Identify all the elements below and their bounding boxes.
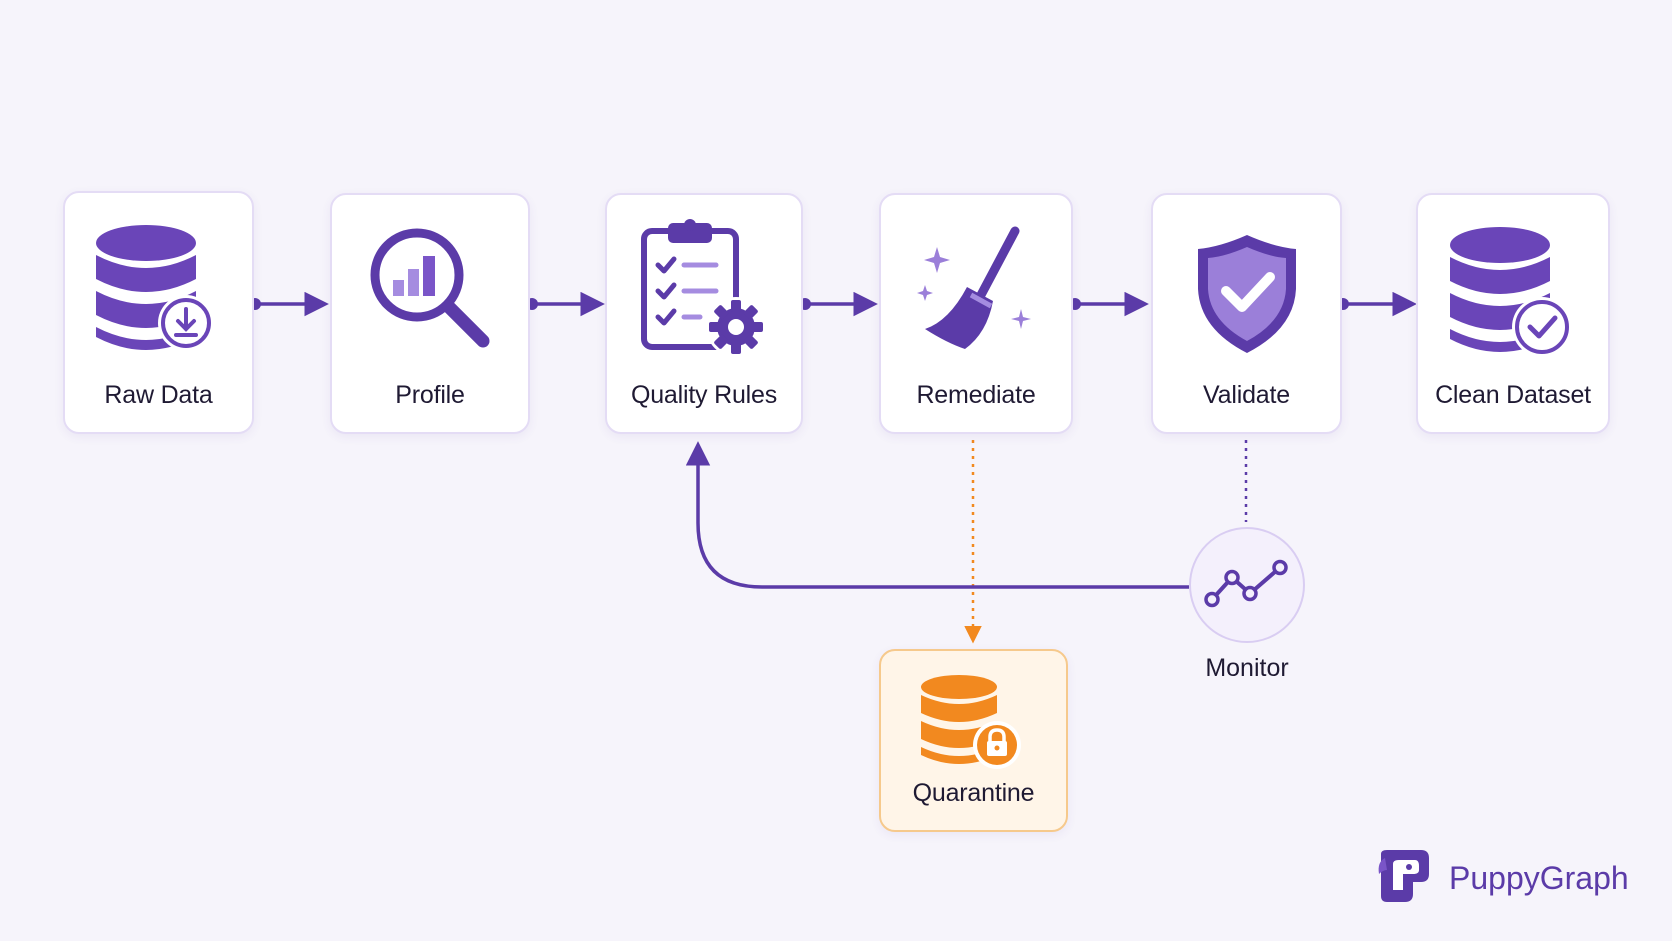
magnifier-chart-icon <box>365 223 495 358</box>
node-quality-rules[interactable]: Quality Rules <box>605 193 803 434</box>
node-raw-data[interactable]: Raw Data <box>63 191 254 434</box>
node-remediate[interactable]: Remediate <box>879 193 1073 434</box>
shield-check-icon <box>1192 231 1302 362</box>
node-label: Validate <box>1203 381 1290 409</box>
node-monitor[interactable] <box>1189 527 1305 643</box>
flow-arrow-raw-to-profile <box>249 291 329 317</box>
node-label: Raw Data <box>104 381 213 409</box>
node-validate[interactable]: Validate <box>1151 193 1342 434</box>
node-label: Profile <box>395 381 465 409</box>
flow-arrow-remediate-to-validate <box>1069 291 1149 317</box>
node-quarantine[interactable]: Quarantine <box>879 649 1068 832</box>
flow-arrow-validate-to-clean <box>1337 291 1417 317</box>
feedback-arrow-monitor-to-rules <box>685 441 1189 589</box>
node-label: Quarantine <box>912 779 1035 807</box>
line-trend-icon <box>1202 556 1292 615</box>
node-label: Clean Dataset <box>1435 381 1591 409</box>
flow-arrow-profile-to-rules <box>526 291 605 317</box>
puppygraph-logo <box>1373 848 1433 909</box>
node-label: Remediate <box>916 381 1036 409</box>
flow-arrow-rules-to-remediate <box>799 291 878 317</box>
brand-name: PuppyGraph <box>1449 860 1629 896</box>
clipboard-checklist-gear-icon <box>634 217 774 364</box>
node-clean-dataset[interactable]: Clean Dataset <box>1416 193 1610 434</box>
monitor-label: Monitor <box>1205 654 1289 682</box>
broom-sparkle-icon <box>911 225 1041 360</box>
database-download-icon <box>94 221 224 366</box>
node-label: Quality Rules <box>630 381 778 409</box>
database-check-icon <box>1448 223 1578 368</box>
database-lock-icon <box>919 673 1029 778</box>
node-profile[interactable]: Profile <box>330 193 530 434</box>
